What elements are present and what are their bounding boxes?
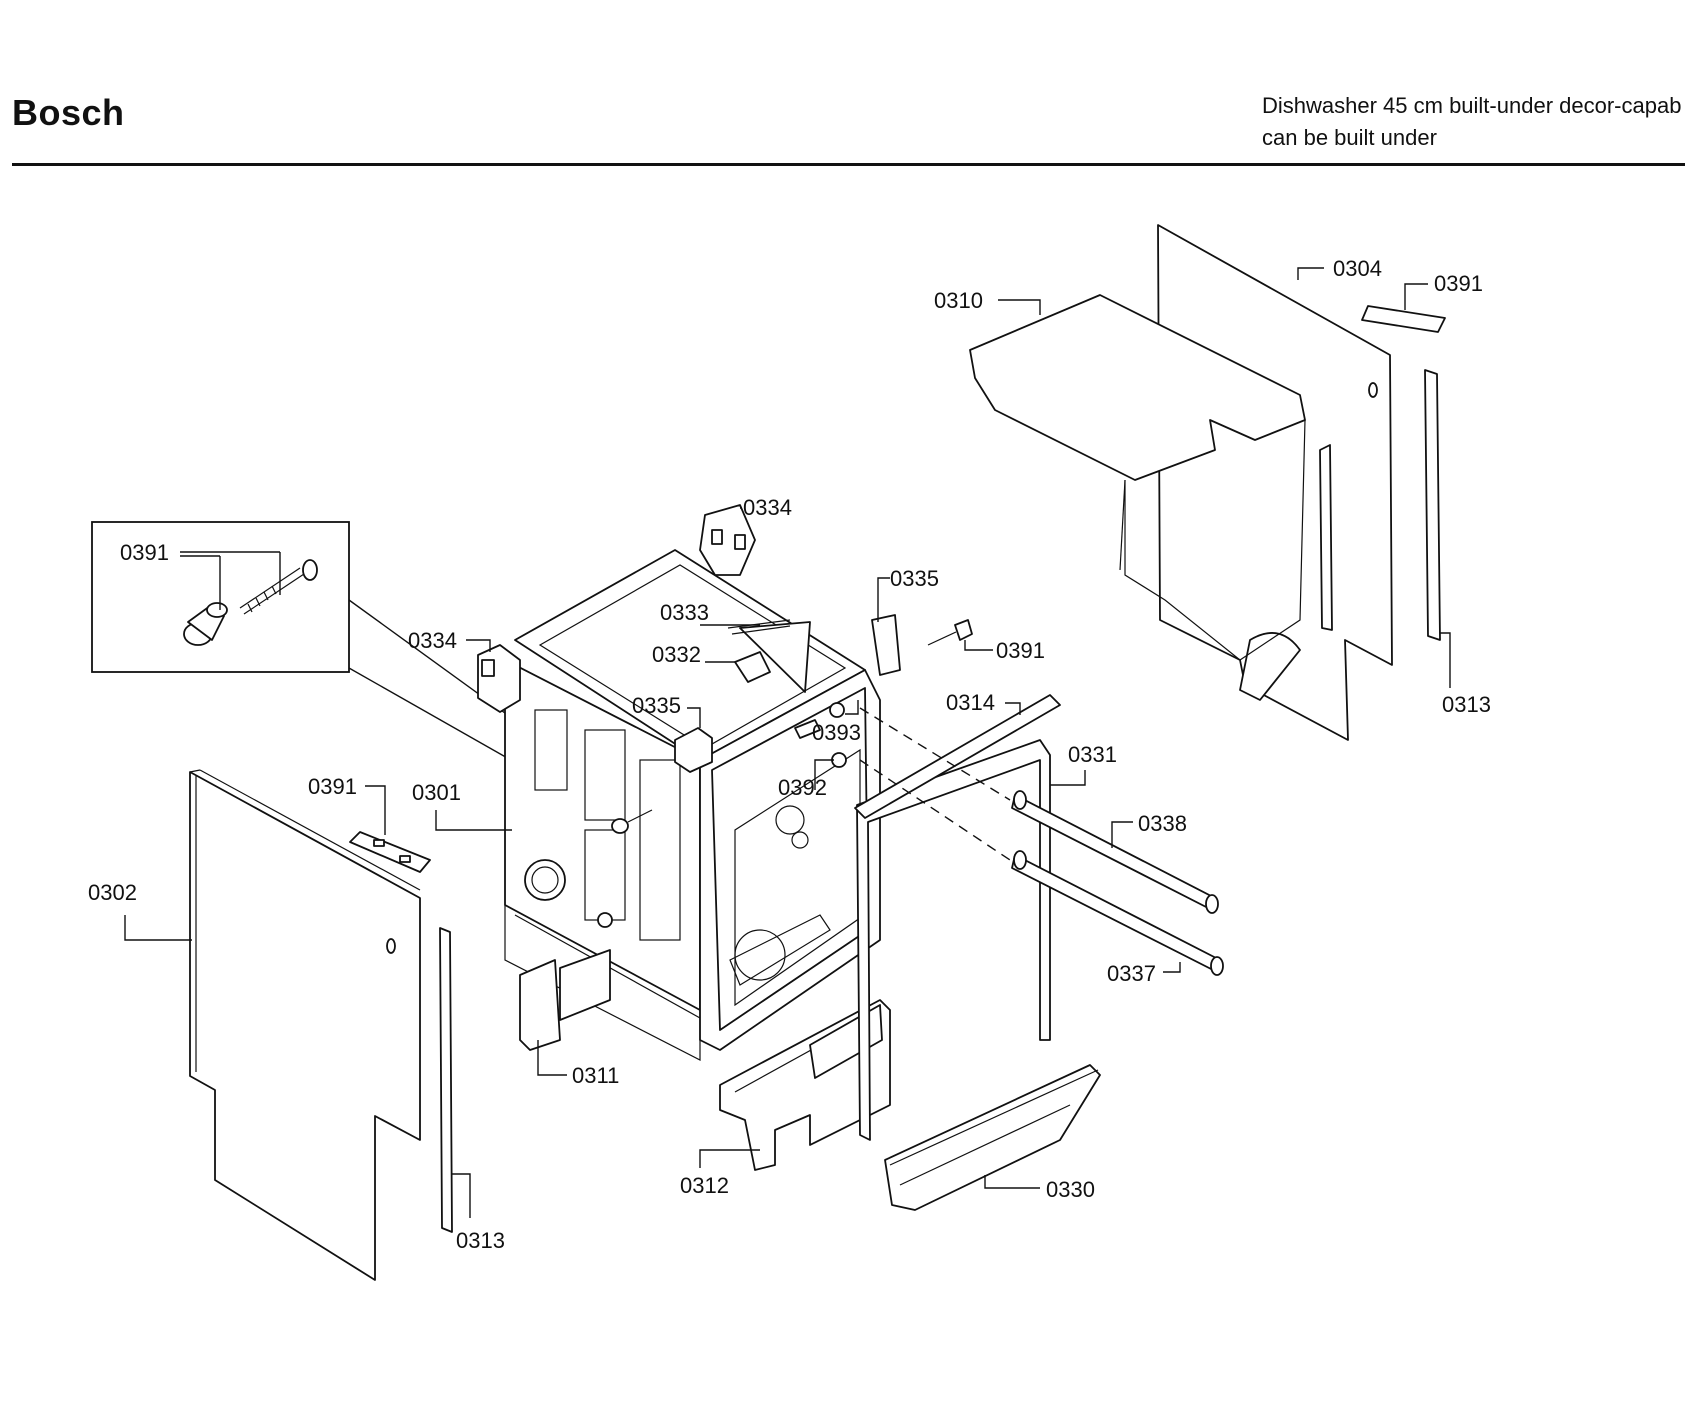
description-line-2: can be built under bbox=[1262, 125, 1437, 150]
label-0313-right: 0313 bbox=[1442, 692, 1491, 717]
side-panel-left bbox=[189, 769, 453, 1281]
label-0335-top: 0335 bbox=[890, 566, 939, 591]
door-frame-seal bbox=[854, 694, 1061, 1141]
brand-title: Bosch bbox=[12, 92, 125, 133]
label-0311: 0311 bbox=[572, 1063, 619, 1088]
label-0337: 0337 bbox=[1107, 961, 1156, 986]
header-rule bbox=[12, 163, 1685, 166]
label-0334-left: 0334 bbox=[408, 628, 457, 653]
plinth-parts bbox=[519, 949, 891, 1171]
label-0334-top: 0334 bbox=[743, 495, 792, 520]
label-0330: 0330 bbox=[1046, 1177, 1095, 1202]
label-0331: 0331 bbox=[1068, 742, 1117, 767]
label-0310: 0310 bbox=[934, 288, 983, 313]
label-0302: 0302 bbox=[88, 880, 137, 905]
label-0393: 0393 bbox=[812, 720, 861, 745]
label-0313-left: 0313 bbox=[456, 1228, 505, 1253]
label-0392: 0392 bbox=[778, 775, 827, 800]
part-labels: 0391 0334 0334 0333 0332 0335 0335 0393 … bbox=[88, 256, 1491, 1253]
label-0391-inset: 0391 bbox=[120, 540, 169, 565]
tub-body bbox=[477, 504, 973, 1061]
rails bbox=[859, 707, 1224, 976]
label-0314: 0314 bbox=[946, 690, 995, 715]
description-line-1: Dishwasher 45 cm built-under decor-capab bbox=[1262, 93, 1682, 118]
base-tray bbox=[884, 1064, 1101, 1211]
side-panel-right bbox=[969, 224, 1446, 741]
label-0312: 0312 bbox=[680, 1173, 729, 1198]
label-0301: 0301 bbox=[412, 780, 461, 805]
label-0333: 0333 bbox=[660, 600, 709, 625]
leader-lines bbox=[124, 267, 1451, 1218]
label-0304: 0304 bbox=[1333, 256, 1382, 281]
model-description: Dishwasher 45 cm built-under decor-capab… bbox=[1262, 90, 1692, 154]
label-0338: 0338 bbox=[1138, 811, 1187, 836]
label-0391-top-right: 0391 bbox=[1434, 271, 1483, 296]
label-0391-right-screw: 0391 bbox=[996, 638, 1045, 663]
label-0332: 0332 bbox=[652, 642, 701, 667]
label-0335-mid: 0335 bbox=[632, 693, 681, 718]
label-0391-left-bracket: 0391 bbox=[308, 774, 357, 799]
